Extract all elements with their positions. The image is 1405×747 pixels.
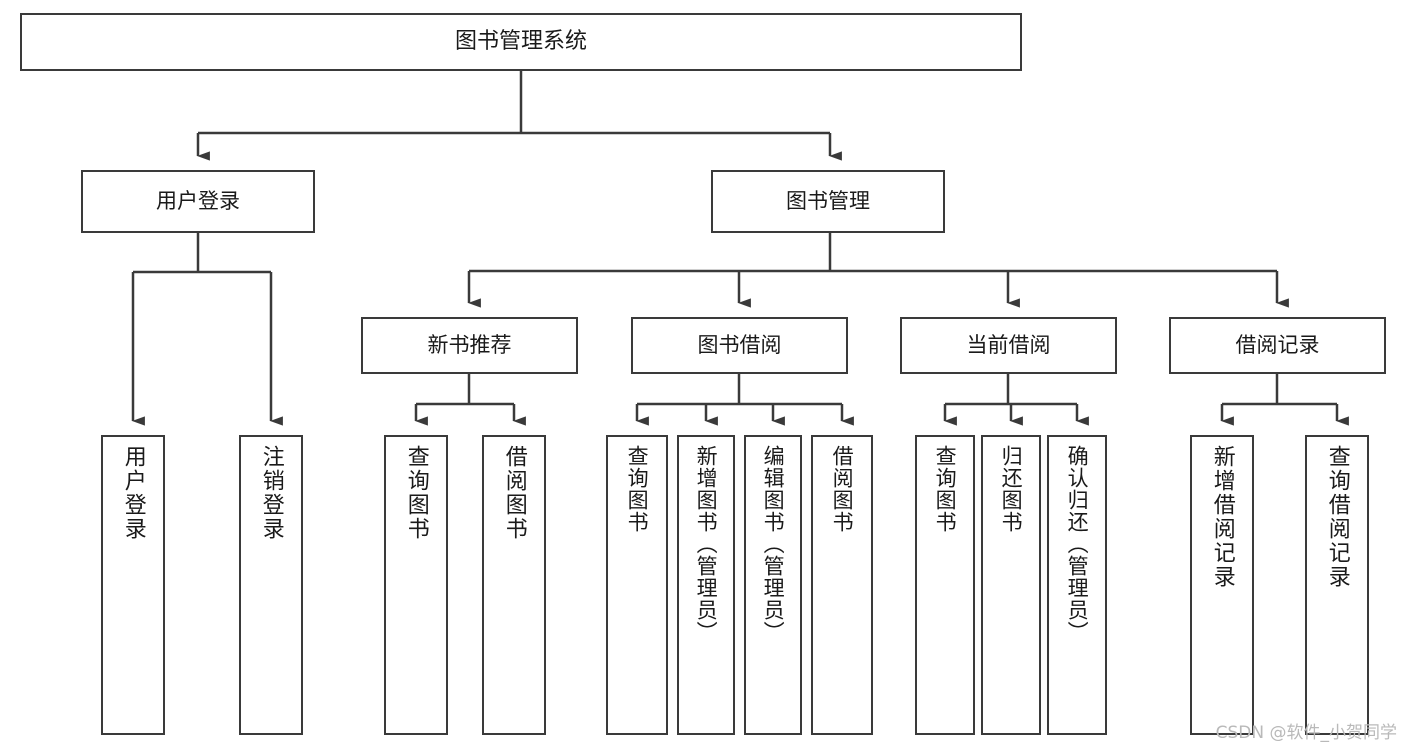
node-book-borrow[interactable]: 图书借阅 bbox=[631, 317, 848, 374]
node-root[interactable]: 图书管理系统 bbox=[20, 13, 1022, 71]
node-leaf-return-book[interactable]: 归还图书 bbox=[981, 435, 1041, 735]
node-leaf-borrow-book-1[interactable]: 借阅图书 bbox=[482, 435, 546, 735]
node-leaf-logout-login[interactable]: 注销登录 bbox=[239, 435, 303, 735]
node-leaf-query-book-3[interactable]: 查询图书 bbox=[915, 435, 975, 735]
node-leaf-edit-book-label: 编辑图书（管理员） bbox=[761, 445, 786, 643]
watermark-text: CSDN @软件_小贺同学 bbox=[1215, 723, 1397, 743]
node-borrow-record[interactable]: 借阅记录 bbox=[1169, 317, 1386, 374]
node-leaf-borrow-book-2-label: 借阅图书 bbox=[830, 445, 855, 533]
node-leaf-return-book-label: 归还图书 bbox=[999, 445, 1024, 533]
node-leaf-borrow-book-1-label: 借阅图书 bbox=[501, 445, 527, 541]
node-leaf-add-borrow-record-label: 新增借阅记录 bbox=[1209, 445, 1235, 589]
node-book-borrow-label: 图书借阅 bbox=[697, 333, 782, 358]
node-leaf-query-book-1[interactable]: 查询图书 bbox=[384, 435, 448, 735]
node-new-book-recommend-label: 新书推荐 bbox=[427, 333, 512, 358]
node-current-borrow-label: 当前借阅 bbox=[966, 333, 1051, 358]
node-user-login-label: 用户登录 bbox=[156, 189, 240, 214]
node-book-manage[interactable]: 图书管理 bbox=[711, 170, 945, 233]
node-leaf-query-book-1-label: 查询图书 bbox=[403, 445, 429, 541]
node-leaf-add-borrow-record[interactable]: 新增借阅记录 bbox=[1190, 435, 1254, 735]
node-leaf-add-book[interactable]: 新增图书（管理员） bbox=[677, 435, 735, 735]
node-leaf-add-book-label: 新增图书（管理员） bbox=[694, 445, 719, 643]
node-leaf-borrow-book-2[interactable]: 借阅图书 bbox=[811, 435, 873, 735]
node-borrow-record-label: 借阅记录 bbox=[1235, 333, 1320, 358]
node-leaf-user-login[interactable]: 用户登录 bbox=[101, 435, 165, 735]
node-new-book-recommend[interactable]: 新书推荐 bbox=[361, 317, 578, 374]
node-leaf-confirm-return-label: 确认归还（管理员） bbox=[1065, 445, 1090, 643]
node-book-manage-label: 图书管理 bbox=[786, 189, 870, 214]
node-leaf-logout-login-label: 注销登录 bbox=[258, 445, 284, 541]
node-leaf-edit-book[interactable]: 编辑图书（管理员） bbox=[744, 435, 802, 735]
node-leaf-user-login-label: 用户登录 bbox=[120, 445, 146, 541]
node-user-login[interactable]: 用户登录 bbox=[81, 170, 315, 233]
node-current-borrow[interactable]: 当前借阅 bbox=[900, 317, 1117, 374]
node-leaf-query-book-2[interactable]: 查询图书 bbox=[606, 435, 668, 735]
node-leaf-query-book-2-label: 查询图书 bbox=[625, 445, 650, 533]
node-leaf-confirm-return[interactable]: 确认归还（管理员） bbox=[1047, 435, 1107, 735]
node-leaf-query-borrow-record[interactable]: 查询借阅记录 bbox=[1305, 435, 1369, 735]
node-root-label: 图书管理系统 bbox=[454, 29, 587, 55]
node-leaf-query-borrow-record-label: 查询借阅记录 bbox=[1324, 445, 1350, 589]
node-leaf-query-book-3-label: 查询图书 bbox=[933, 445, 958, 533]
